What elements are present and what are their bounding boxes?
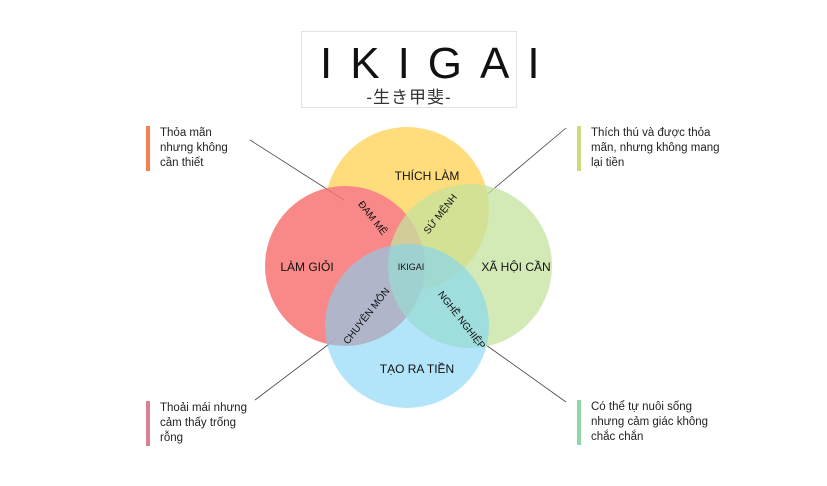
label-paid-for: TẠO RA TIỀN (380, 361, 454, 376)
label-world-needs: XÃ HỘI CẦN (481, 259, 550, 274)
note-line: rỗng (160, 432, 184, 444)
label-good-at: LÀM GIỎI (280, 259, 333, 274)
title-box: IKIGAI -生き甲斐- (301, 31, 558, 108)
note-line: lại tiền (591, 157, 625, 169)
note-line: cảm thấy trống (160, 417, 237, 429)
note-mission: Thích thú và được thỏa mãn, nhưng không … (577, 126, 720, 171)
connector-mission (483, 127, 567, 198)
note-profession: Thoải mái nhưng cảm thấy trống rỗng (146, 401, 247, 446)
note-line: mãn, nhưng không mang (591, 142, 720, 154)
subtitle: -生き甲斐- (366, 88, 452, 107)
note-line: Có thể tự nuôi sống (591, 401, 693, 413)
note-passion: Thỏa mãn nhưng không cần thiết (146, 126, 228, 171)
note-line: nhưng cảm giác không (591, 416, 709, 428)
label-love: THÍCH LÀM (395, 168, 460, 183)
note-line: Thỏa mãn (160, 127, 212, 139)
note-line: nhưng không (160, 142, 228, 154)
note-vocation: Có thể tự nuôi sống nhưng cảm giác không… (577, 400, 708, 445)
connector-vocation (485, 344, 567, 403)
note-line: cần thiết (160, 157, 204, 169)
overlap-center: IKIGAI (398, 262, 425, 272)
note-line: chắc chắn (591, 431, 644, 443)
note-line: Thích thú và được thỏa (591, 127, 711, 139)
circle-paid-for (325, 244, 489, 408)
connector-profession (254, 337, 338, 401)
note-line: Thoải mái nhưng (160, 402, 247, 414)
title: IKIGAI (320, 39, 558, 88)
